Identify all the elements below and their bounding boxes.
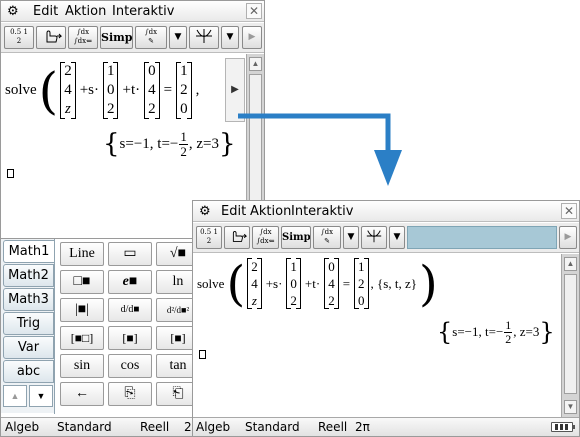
menubar: ⚙ Edit Aktion Interaktiv ✕ — [1, 1, 264, 22]
tab-abc[interactable]: abc — [3, 360, 54, 383]
key-sin[interactable]: sin — [60, 354, 104, 378]
simp-button[interactable]: Simp — [281, 226, 311, 249]
key-derivative[interactable]: d/d■ — [108, 298, 152, 322]
key-row-matrix[interactable]: [■□] — [60, 326, 104, 350]
tab-var[interactable]: Var — [3, 336, 54, 359]
close-icon[interactable]: ✕ — [246, 3, 262, 19]
key-line-template[interactable]: ▭ — [108, 242, 152, 266]
status-mode-real[interactable]: Reell — [140, 420, 170, 434]
key-power[interactable]: □■ — [60, 270, 104, 294]
scroll-up-icon[interactable]: ▲ — [564, 257, 577, 271]
dropdown-icon-2[interactable]: ▼ — [221, 26, 239, 49]
scroll-up-icon[interactable]: ▲ — [249, 57, 262, 71]
solve-command: solve — [5, 82, 37, 98]
menu-edit[interactable]: Edit — [221, 204, 247, 219]
integral-button[interactable]: ∫dx∫dx⇐ — [252, 226, 279, 249]
backspace-icon[interactable]: ← — [60, 382, 104, 406]
tab-math1[interactable]: Math1 — [3, 240, 54, 263]
toolbar-more-icon[interactable]: ▶ — [242, 26, 262, 49]
copy-icon[interactable]: ⎘ — [108, 382, 152, 406]
integral-edit-button[interactable]: ∫dx✎ — [135, 26, 167, 49]
input-cursor — [7, 169, 14, 178]
status-mode-angle[interactable]: 2 — [184, 420, 192, 434]
key-exp[interactable]: e■ — [108, 270, 152, 294]
gear-icon[interactable]: ⚙ — [7, 4, 19, 19]
graph-icon[interactable] — [189, 26, 219, 49]
menu-action[interactable]: Aktion — [250, 204, 292, 219]
status-bar: Algeb Standard Reell 2π — [193, 417, 579, 436]
hand-pointer-icon[interactable] — [36, 26, 66, 49]
expand-line-icon[interactable]: ▶ — [225, 58, 245, 122]
solve-command: solve — [197, 275, 225, 291]
arrow-head-icon — [374, 150, 402, 186]
input-cursor — [199, 350, 206, 359]
keypad-scroll-up-icon[interactable]: ▲ — [3, 385, 27, 407]
toolbar-more-icon[interactable]: ▶ — [559, 226, 577, 249]
integral-button[interactable]: ∫dx∫dx⇐ — [68, 26, 98, 49]
menu-interactive[interactable]: Interaktiv — [112, 4, 175, 19]
simp-button[interactable]: Simp — [100, 26, 133, 49]
status-mode-real[interactable]: Reell — [318, 420, 348, 434]
dropdown-icon[interactable]: ▼ — [343, 226, 359, 249]
close-icon[interactable]: ✕ — [561, 203, 577, 219]
vertical-scrollbar[interactable]: ▲ ▼ — [561, 254, 579, 418]
integral-edit-button[interactable]: ∫dx✎ — [313, 226, 341, 249]
tab-math3[interactable]: Math3 — [3, 288, 54, 311]
status-mode-standard[interactable]: Standard — [57, 420, 112, 434]
tab-trig[interactable]: Trig — [3, 312, 54, 335]
scroll-thumb[interactable] — [564, 274, 577, 394]
graph-icon[interactable] — [361, 226, 387, 249]
battery-icon — [551, 422, 575, 432]
menubar: ⚙ Edit Aktion Interaktiv ✕ — [193, 201, 579, 222]
key-abs[interactable]: |■| — [60, 298, 104, 322]
dropdown-icon[interactable]: ▼ — [169, 26, 187, 49]
key-line[interactable]: Line — [60, 242, 104, 266]
status-mode-angle[interactable]: 2π — [355, 420, 370, 434]
status-mode-standard[interactable]: Standard — [245, 420, 300, 434]
menu-edit[interactable]: Edit — [33, 4, 59, 19]
gear-icon[interactable]: ⚙ — [199, 204, 211, 219]
scroll-down-icon[interactable]: ▼ — [564, 400, 577, 414]
tab-math2[interactable]: Math2 — [3, 264, 54, 287]
dropdown-icon-2[interactable]: ▼ — [389, 226, 405, 249]
status-mode-algeb[interactable]: Algeb — [196, 420, 231, 434]
menu-interactive[interactable]: Interaktiv — [291, 204, 354, 219]
hand-pointer-icon[interactable] — [224, 226, 250, 249]
variable-list: , {s, t, z} — [370, 275, 417, 291]
status-mode-algeb[interactable]: Algeb — [5, 420, 40, 434]
menu-action[interactable]: Aktion — [65, 4, 107, 19]
keypad-scroll-down-icon[interactable]: ▼ — [29, 385, 53, 407]
key-cos[interactable]: cos — [108, 354, 152, 378]
key-col-matrix[interactable]: [■] — [108, 326, 152, 350]
toolbar-empty-area — [407, 226, 557, 249]
